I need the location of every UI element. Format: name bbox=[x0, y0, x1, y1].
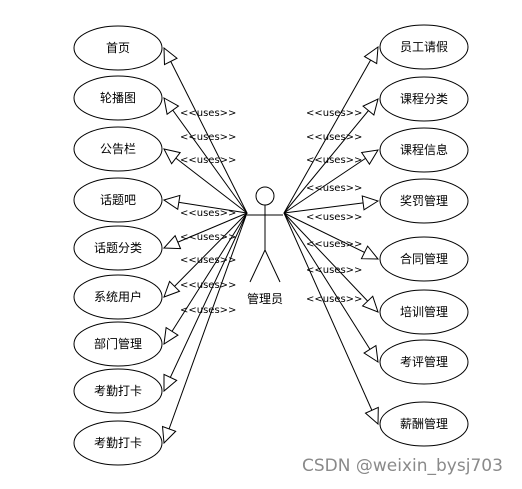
actor-figure bbox=[247, 186, 283, 283]
association-line bbox=[283, 200, 379, 214]
actor-right-leg bbox=[264, 249, 281, 283]
watermark: CSDN @weixin_bysj703 bbox=[302, 456, 503, 476]
association-line bbox=[283, 46, 379, 214]
association-line bbox=[283, 212, 379, 425]
use-case-label: 话题分类 bbox=[94, 241, 142, 255]
uses-label: <<uses>> bbox=[306, 108, 362, 119]
association-line bbox=[163, 212, 248, 345]
association-line bbox=[283, 149, 379, 214]
arrowhead bbox=[360, 149, 379, 166]
use-case-label: 培训管理 bbox=[400, 304, 448, 319]
use-case-label: 考评管理 bbox=[400, 354, 448, 369]
use-case-ellipse bbox=[73, 177, 163, 223]
use-case-label: 课程分类 bbox=[400, 91, 448, 106]
uses-label: <<uses>> bbox=[180, 208, 236, 219]
use-case-ellipse bbox=[379, 289, 469, 335]
use-case-ellipse bbox=[379, 236, 469, 282]
use-case-label: 轮播图 bbox=[100, 91, 136, 105]
use-case-ellipse bbox=[379, 24, 469, 70]
arrowhead bbox=[161, 425, 177, 445]
use-case-label: 奖罚管理 bbox=[400, 193, 448, 208]
use-case-label: 薪酬管理 bbox=[400, 416, 448, 431]
uses-label: <<uses>> bbox=[180, 255, 236, 266]
uses-label: <<uses>> bbox=[306, 212, 362, 223]
use-case-ellipse bbox=[379, 339, 469, 385]
use-case-ellipse bbox=[73, 225, 163, 271]
uses-label: <<uses>> bbox=[306, 294, 362, 305]
association-lines bbox=[161, 45, 380, 445]
use-case-ellipses: 首页轮播图公告栏话题吧话题分类系统用户部门管理考勤打卡考勤打卡员工请假课程分类课… bbox=[73, 24, 469, 466]
uses-label: <<uses>> bbox=[180, 155, 236, 166]
association-line bbox=[283, 212, 379, 363]
use-case-label: 员工请假 bbox=[400, 40, 448, 54]
actor-left-leg bbox=[249, 249, 266, 283]
association-line bbox=[163, 212, 248, 392]
arrowhead bbox=[162, 194, 181, 211]
use-case-ellipse bbox=[73, 75, 163, 121]
association-line bbox=[283, 212, 379, 313]
uses-label: <<uses>> bbox=[180, 232, 236, 243]
use-case-ellipse bbox=[73, 321, 163, 367]
uses-label: <<uses>> bbox=[306, 183, 362, 194]
use-case-ellipse bbox=[73, 25, 163, 71]
uses-label: <<uses>> bbox=[306, 155, 362, 166]
uses-label: <<uses>> bbox=[306, 239, 362, 250]
uses-label: <<uses>> bbox=[180, 132, 236, 143]
use-case-label: 合同管理 bbox=[400, 251, 448, 266]
arrowhead bbox=[163, 280, 181, 298]
use-case-label: 话题吧 bbox=[100, 193, 136, 207]
arrowhead bbox=[362, 98, 379, 116]
uses-label: <<uses>> bbox=[180, 108, 236, 119]
arrowhead bbox=[360, 245, 380, 260]
arrowhead bbox=[162, 234, 182, 250]
association-line bbox=[163, 97, 248, 214]
uses-label: <<uses>> bbox=[306, 265, 362, 276]
uses-label: <<uses>> bbox=[180, 305, 236, 316]
use-case-ellipse bbox=[73, 274, 163, 320]
arrowhead bbox=[163, 46, 178, 66]
use-case-ellipse bbox=[379, 76, 469, 122]
arrowhead bbox=[163, 97, 180, 116]
use-case-label: 系统用户 bbox=[94, 289, 142, 304]
arrowhead bbox=[361, 295, 379, 313]
use-case-label: 部门管理 bbox=[94, 336, 142, 351]
use-case-ellipse bbox=[379, 401, 469, 447]
use-case-ellipse bbox=[73, 126, 163, 172]
use-case-ellipse bbox=[73, 368, 163, 414]
use-case-label: 考勤打卡 bbox=[94, 384, 142, 398]
use-case-label: 课程信息 bbox=[400, 142, 448, 157]
use-case-label: 首页 bbox=[106, 41, 130, 55]
uses-labels: <<uses>> <<uses>> <<uses>> <<uses>> <<uses>>… bbox=[180, 108, 362, 316]
use-case-ellipse bbox=[379, 127, 469, 173]
association-line bbox=[283, 98, 379, 214]
association-line bbox=[163, 212, 248, 298]
use-case-ellipse bbox=[73, 420, 163, 466]
use-case-label: 公告栏 bbox=[100, 141, 136, 156]
association-line bbox=[163, 47, 248, 214]
arrowhead bbox=[163, 326, 179, 345]
arrowhead bbox=[364, 406, 379, 426]
uses-label: <<uses>> bbox=[180, 280, 236, 291]
uses-label: <<uses>> bbox=[306, 132, 362, 143]
association-line bbox=[163, 148, 248, 214]
association-line bbox=[283, 212, 379, 260]
use-case-ellipse bbox=[379, 178, 469, 224]
association-line bbox=[163, 212, 248, 444]
arrowhead bbox=[163, 148, 182, 165]
arrowhead bbox=[363, 45, 379, 65]
use-case-label: 考勤打卡 bbox=[94, 436, 142, 450]
actor-label: 管理员 bbox=[247, 291, 283, 306]
arrowhead bbox=[163, 373, 178, 393]
actor-head bbox=[255, 186, 275, 206]
arrowhead bbox=[361, 195, 380, 211]
arrowhead bbox=[363, 344, 379, 363]
